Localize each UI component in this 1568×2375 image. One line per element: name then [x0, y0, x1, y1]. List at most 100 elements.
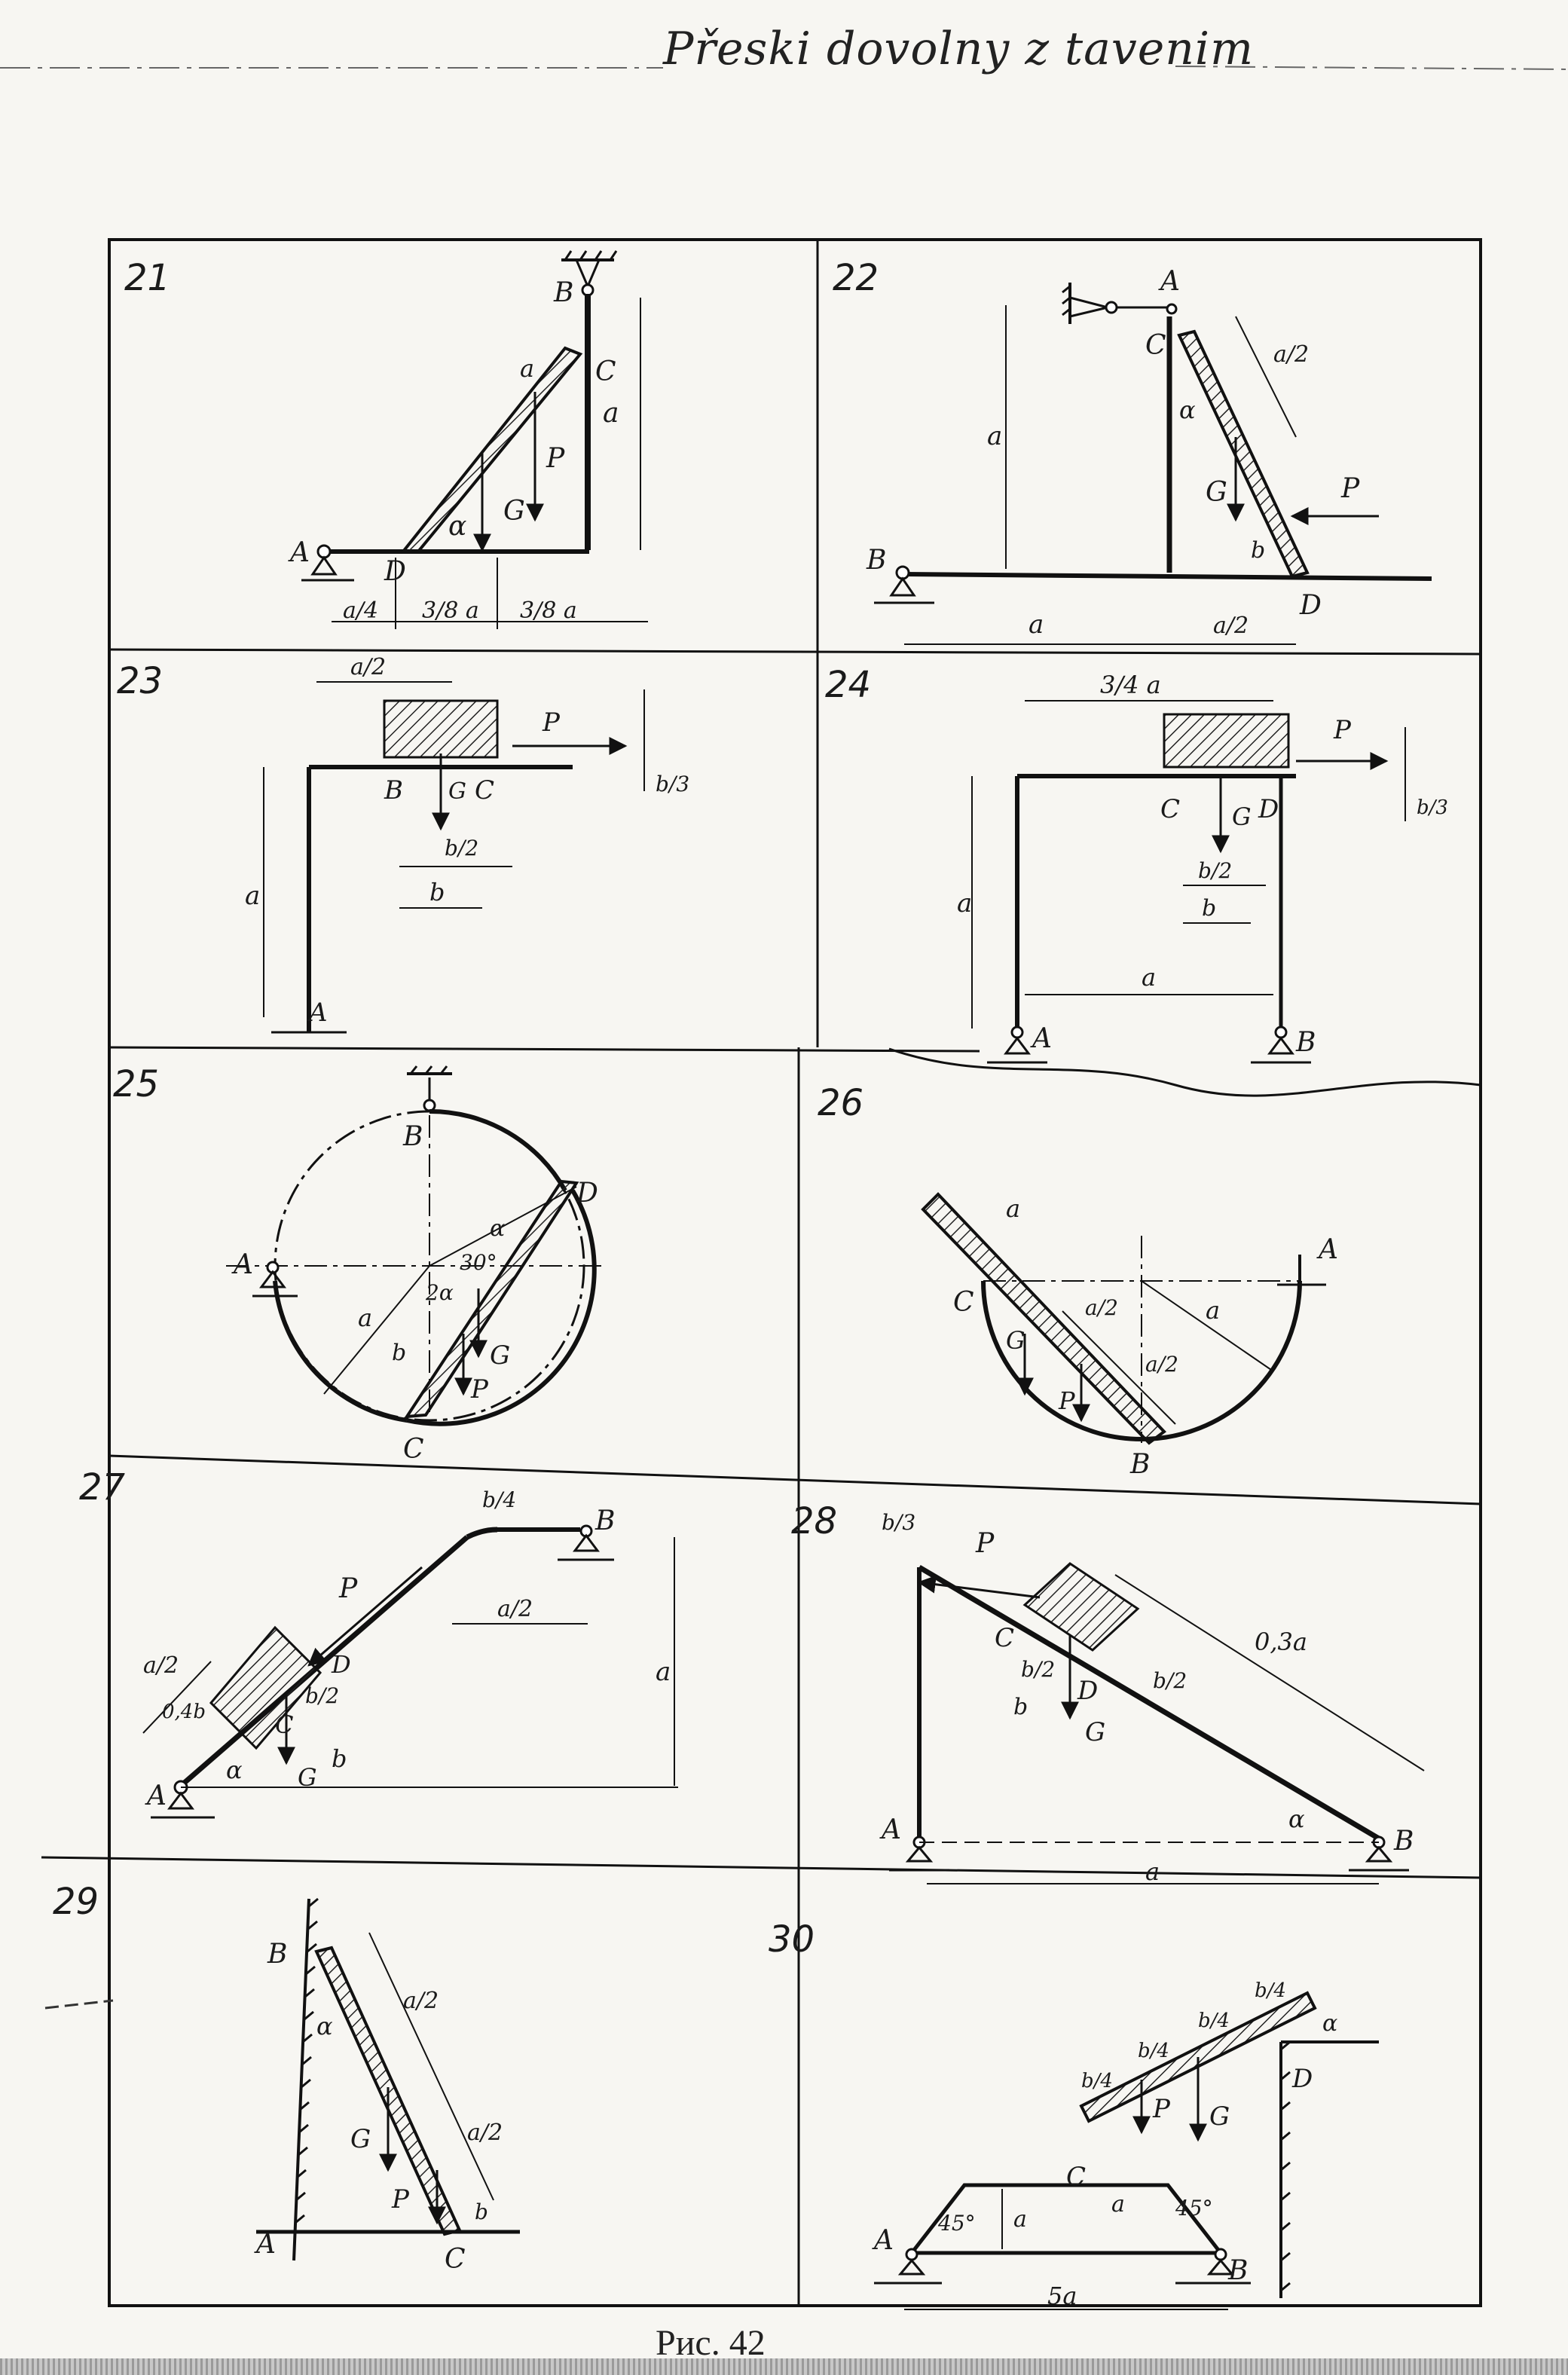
panel-27: 27 A B C D G P a/2 b/4 0,4b [79, 1466, 678, 1819]
label-a: a [987, 421, 1002, 451]
label-3-4a: 3/4 a [1100, 671, 1161, 699]
label-G: G [350, 2124, 371, 2154]
label-3-8a-2: 3/8 a [520, 598, 577, 624]
label-a-height: a [603, 398, 619, 429]
label-P: P [1340, 473, 1360, 504]
label-b4-4: b/4 [1255, 1979, 1286, 2002]
label-a-radius: a [1206, 1296, 1220, 1325]
label-B: B [1295, 1027, 1316, 1058]
label-C: C [403, 1434, 424, 1465]
label-G: G [503, 496, 525, 527]
label-A: A [307, 998, 328, 1028]
label-a-top: a [1006, 1194, 1020, 1223]
label-a2-1: a/2 [1085, 1295, 1118, 1320]
label-b: b [1251, 537, 1265, 564]
label-C: C [1145, 330, 1166, 361]
figure-caption: Рис. 42 [656, 2323, 766, 2363]
label-P: P [391, 2184, 410, 2215]
label-G: G [1085, 1717, 1105, 1747]
label-B: B [1393, 1826, 1414, 1857]
label-2alpha: 2α [425, 1280, 454, 1305]
panel-number-28: 28 [791, 1500, 837, 1542]
label-C: C [275, 1710, 293, 1739]
label-30deg: 30° [460, 1250, 497, 1275]
label-B: B [866, 545, 886, 576]
label-B: B [553, 277, 573, 308]
panel-26: 26 A B C G P a a/2 a/2 a [818, 1082, 1338, 1480]
label-A: A [1316, 1234, 1338, 1265]
label-G: G [1206, 477, 1227, 508]
label-a-span: a [1142, 963, 1156, 992]
panel-number-29: 29 [53, 1881, 99, 1923]
label-C: C [445, 2244, 466, 2275]
label-C: C [995, 1623, 1014, 1653]
label-b: b [1013, 1694, 1028, 1720]
panel-23: 23 A B C G P a/2 b/3 b/2 b a [117, 654, 689, 1034]
label-D: D [384, 556, 406, 587]
label-a4: a/4 [343, 598, 378, 624]
label-b4-3: b/4 [1198, 2010, 1230, 2032]
label-P: P [1152, 2094, 1171, 2124]
label-b: b [429, 878, 445, 906]
panel-25: 25 A B C D G P a b α [113, 1063, 603, 1465]
panel-24: 24 A B C D G P 3/4 a b/3 [825, 664, 1448, 1064]
panel-28: 28 A B C D G P b/3 b/2 b b/2 0,3a [791, 1500, 1425, 1886]
panel-30: 30 A B C D G P b/4 b/4 b/4 [769, 1918, 1379, 2310]
label-P: P [1333, 715, 1352, 745]
label-G: G [298, 1763, 317, 1792]
label-P: P [470, 1374, 489, 1405]
label-a2: a/2 [1273, 341, 1309, 368]
scan-edge-strip [0, 2358, 1568, 2375]
label-alpha: α [448, 511, 466, 542]
label-C: C [475, 775, 494, 805]
label-A: A [288, 537, 310, 568]
label-G: G [490, 1340, 510, 1371]
label-D: D [576, 1178, 598, 1209]
handwritten-title: Přeski dovolny z tavenim [663, 23, 1255, 75]
panel-number-27: 27 [79, 1466, 126, 1508]
label-b: b [392, 1340, 406, 1366]
label-D: D [1077, 1676, 1098, 1706]
label-45deg-right: 45° [1175, 2196, 1213, 2221]
label-C: C [1066, 2162, 1086, 2192]
label-P: P [975, 1528, 995, 1559]
label-5a: 5a [1047, 2282, 1077, 2310]
label-D: D [1291, 2064, 1313, 2094]
label-A: A [145, 1780, 167, 1811]
label-A: A [231, 1249, 253, 1280]
panel-number-25: 25 [113, 1063, 159, 1105]
label-3-8a-1: 3/8 a [422, 598, 479, 624]
label-b4-1: b/4 [1081, 2070, 1113, 2092]
panel-number-22: 22 [833, 257, 879, 299]
label-b4-2: b/4 [1138, 2040, 1169, 2062]
label-a2: a/2 [350, 654, 386, 680]
label-alpha: α [1288, 1805, 1305, 1833]
label-A: A [879, 1814, 901, 1845]
label-b2: b/2 [305, 1683, 339, 1708]
label-a2: a/2 [143, 1652, 179, 1679]
panel-22: 22 A B C D G P a [833, 257, 1432, 645]
label-alpha: α [226, 1756, 243, 1784]
label-P: P [1058, 1386, 1075, 1415]
label-45deg-left: 45° [937, 2211, 976, 2236]
label-a2-upper: a/2 [403, 1988, 439, 2014]
label-b3: b/3 [882, 1510, 915, 1535]
label-a: a [1145, 1857, 1160, 1886]
panel-number-26: 26 [818, 1082, 863, 1124]
label-A: A [1030, 1023, 1052, 1054]
label-C: C [595, 356, 616, 387]
label-b2-right: b/2 [1153, 1668, 1187, 1693]
label-alpha: α [490, 1215, 505, 1242]
label-D: D [1299, 590, 1322, 621]
label-G: G [1006, 1326, 1025, 1355]
panel-number-30: 30 [769, 1918, 815, 1961]
panel-number-23: 23 [117, 660, 163, 702]
label-03a: 0,3a [1255, 1628, 1307, 1656]
label-b: b [475, 2199, 488, 2224]
label-A: A [872, 2225, 894, 2256]
label-a-width: a [1111, 2191, 1125, 2218]
label-b3: b/3 [1417, 796, 1448, 819]
label-D: D [331, 1650, 351, 1679]
label-alpha: α [1322, 2010, 1337, 2037]
